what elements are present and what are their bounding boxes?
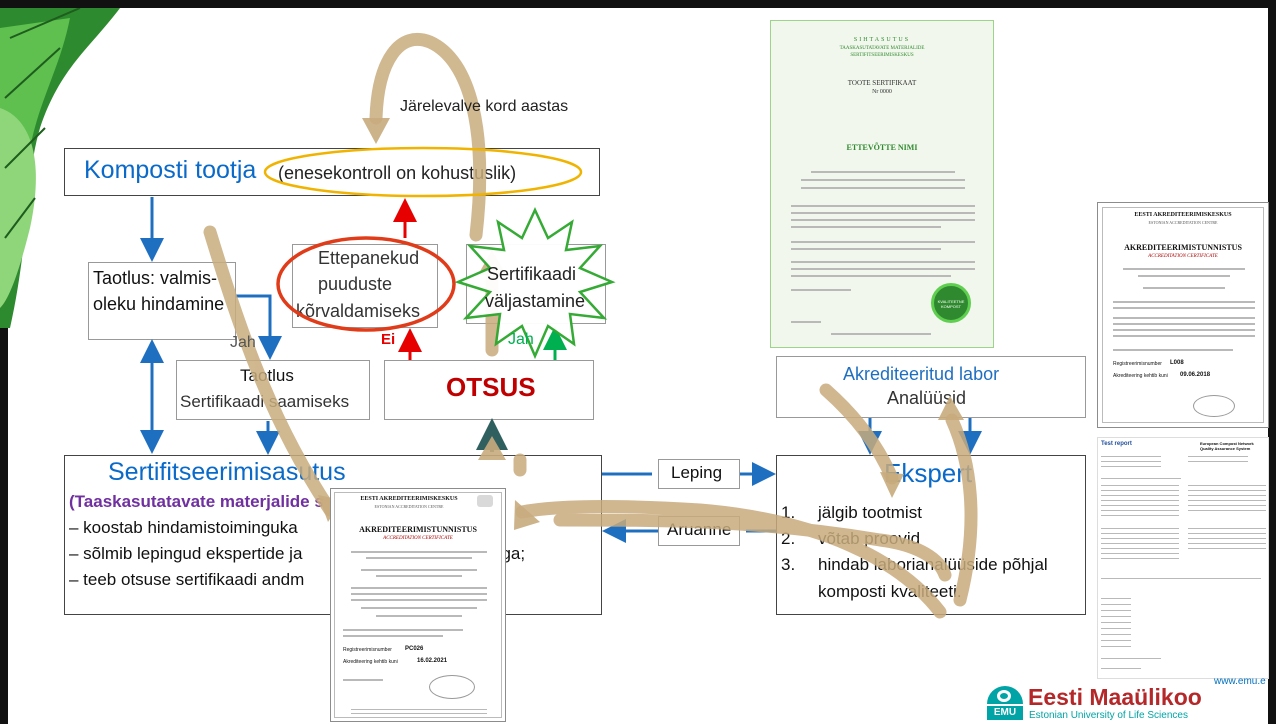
acc-right-reg: L008	[1170, 360, 1184, 366]
acc-right-valid-label: Akrediteering kehtib kuni	[1113, 373, 1168, 379]
acc-center-title: AKREDITEERIMISTUNNISTUS	[359, 525, 477, 534]
certification-body-line1: – koostab hindamistoiminguka	[69, 518, 298, 537]
proposals-line3: kõrvaldamiseks	[296, 301, 421, 321]
accreditation-certificate-center: EESTI AKREDITEERIMISKESKUS ESTONIAN ACCR…	[330, 488, 506, 722]
right-border	[1268, 0, 1276, 724]
lab-sub: Analüüsid	[887, 388, 967, 408]
acc-right-reg-label: Registreerimisnumber	[1113, 361, 1162, 367]
no-label: Ei	[381, 331, 396, 348]
application-readiness-line1: Taotlus: valmis-	[93, 268, 218, 288]
test-report-system: Quality Assurance System	[1200, 446, 1251, 451]
product-certificate: SIHTASUTUS TAASKASUTATAVATE MATERJALIDE …	[770, 20, 994, 348]
emblem-icon	[477, 495, 493, 507]
application-readiness-line2: oleku hindamine	[93, 294, 225, 314]
certificate-issue-line2: väljastamine	[485, 291, 586, 311]
producer-title: Komposti tootja	[84, 156, 257, 184]
certificate-title: TOOTE SERTIFIKAAT	[847, 79, 917, 87]
test-report: Test report European Compost Network Qua…	[1097, 437, 1269, 679]
expert-item-3-num: 3.	[781, 555, 796, 574]
compost-seal: KVALITEETNE KOMPOST	[931, 283, 971, 323]
acc-center-valid: 16.02.2021	[417, 658, 448, 664]
footer-university: Eesti Maaülikoo	[1028, 684, 1202, 710]
acc-right-header: EESTI AKREDITEERIMISKESKUS	[1134, 212, 1232, 218]
top-border	[0, 0, 1276, 8]
acc-right-header-en: ESTONIAN ACCREDITATION CENTRE	[1148, 220, 1218, 225]
test-report-title: Test report	[1101, 441, 1132, 447]
certificate-issue-line1: Sertifikaadi	[487, 264, 577, 284]
loop-label: Järelevalve kord aastas	[400, 98, 569, 115]
acc-center-header: EESTI AKREDITEERIMISKESKUS	[360, 496, 458, 502]
acc-center-valid-label: Akrediteering kehtib kuni	[343, 659, 398, 665]
acc-right-valid: 09.06.2018	[1180, 372, 1211, 378]
proposals-line1: Ettepanekud	[318, 248, 420, 268]
leaf-decoration	[0, 8, 120, 328]
footer-url: www.emu.e	[1214, 676, 1266, 687]
emu-logo-text: EMU	[987, 706, 1023, 720]
application-readiness-box	[88, 262, 236, 340]
acc-center-header-en: ESTONIAN ACCREDITATION CENTRE	[374, 504, 444, 509]
acc-right-title-en: ACCREDITATION CERTIFICATE	[1148, 254, 1218, 259]
certificate-org: SIHTASUTUS	[853, 37, 911, 43]
left-border	[0, 0, 8, 724]
certificate-company: ETTEVÕTTE NIMI	[846, 143, 918, 152]
certification-body-line2: – sõlmib lepingud ekspertide ja	[69, 544, 303, 563]
producer-box	[64, 148, 600, 196]
proposals-line2: puuduste	[318, 274, 393, 294]
test-report-network: European Compost Network	[1200, 441, 1254, 446]
certificate-number: Nr 0000	[872, 89, 892, 95]
acc-center-reg: PC026	[405, 646, 424, 652]
footer-university-en: Estonian University of Life Sciences	[1029, 710, 1188, 721]
yes-left-label: Jah	[230, 334, 256, 351]
yes-right-label: Jah	[508, 331, 534, 348]
certification-body-subtitle: (Taaskasutatavate materjalide s	[69, 492, 324, 511]
proposals-box	[292, 244, 438, 328]
certification-body-line3: – teeb otsuse sertifikaadi andm	[69, 570, 305, 589]
acc-center-title-en: ACCREDITATION CERTIFICATE	[383, 536, 453, 541]
acc-right-title: AKREDITEERIMISTUNNISTUS	[1124, 243, 1242, 252]
contract-label: Leping	[671, 463, 723, 482]
contract-box	[658, 459, 740, 489]
seal-text: KVALITEETNE KOMPOST	[937, 299, 965, 309]
certificate-org2: TAASKASUTATAVATE MATERJALIDE	[839, 46, 925, 51]
producer-note: (enesekontroll on kohustuslik)	[278, 163, 517, 183]
accreditation-certificate-right: EESTI AKREDITEERIMISKESKUS ESTONIAN ACCR…	[1097, 202, 1269, 428]
decision-label: OTSUS	[446, 372, 536, 402]
certificate-org3: SERTIFITSEERIMISKESKUS	[850, 53, 914, 58]
expert-item-1: jälgib tootmist	[818, 503, 922, 522]
lab-title: Akrediteeritud labor	[843, 364, 1000, 384]
acc-center-reg-label: Registreerimisnumber	[343, 647, 392, 653]
emu-logo-icon: EMU	[987, 686, 1023, 720]
